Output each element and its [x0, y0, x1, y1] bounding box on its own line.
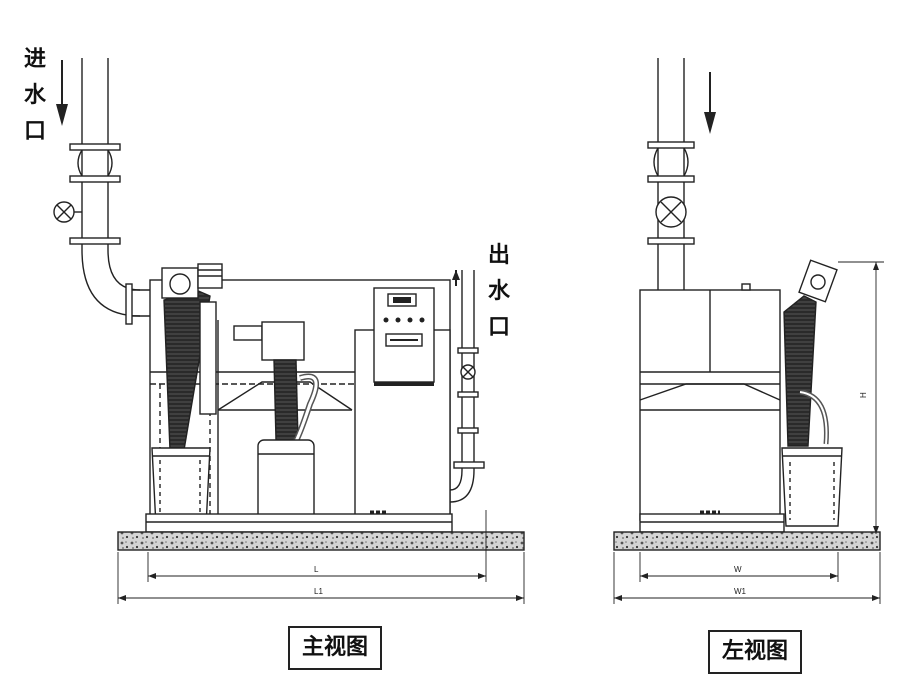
inlet-label: 进 水 口: [24, 47, 47, 144]
inlet-label-char-1: 进: [24, 47, 46, 72]
left-solids-bucket: [781, 447, 843, 527]
control-cabinet: [354, 287, 451, 516]
main-ground: [117, 531, 525, 551]
main-base-frame: [145, 510, 453, 533]
screw-conveyor: [161, 263, 223, 451]
left-dimensions: [613, 261, 884, 604]
outlet-label-char-3: 口: [488, 315, 510, 340]
left-flow-arrow: [704, 72, 716, 134]
left-ground: [613, 531, 881, 551]
main-view: 进 水 口: [24, 47, 525, 604]
left-inlet-pipe: [647, 58, 695, 327]
left-base-frame: [639, 510, 785, 533]
outlet-label-char-1: 出: [488, 243, 510, 268]
outlet-pipe: [449, 270, 485, 503]
left-screw-conveyor: [783, 259, 838, 447]
dim-L1-label: L1: [314, 587, 323, 596]
dim-H-label: H: [859, 392, 868, 398]
dim-W-label: W: [734, 565, 742, 574]
outlet-label-char-2: 水: [488, 279, 511, 304]
outlet-flow-arrow: [452, 270, 460, 286]
lift-pump: [233, 321, 320, 527]
left-view-caption: 左视图: [708, 630, 802, 674]
inlet-label-char-3: 口: [24, 119, 46, 144]
outlet-label: 出 水 口: [488, 243, 511, 340]
inlet-valve-handwheel: [53, 201, 82, 223]
left-tank: [639, 283, 781, 521]
dim-W1-label: W1: [734, 587, 747, 596]
inlet-label-char-2: 水: [24, 83, 47, 108]
inlet-flow-arrow: [56, 60, 68, 126]
main-dimensions: [117, 510, 525, 604]
dim-L-label: L: [314, 565, 319, 574]
inlet-pipe: [69, 58, 150, 325]
left-view: W W1 H: [613, 58, 884, 604]
main-view-caption: 主视图: [288, 626, 382, 670]
